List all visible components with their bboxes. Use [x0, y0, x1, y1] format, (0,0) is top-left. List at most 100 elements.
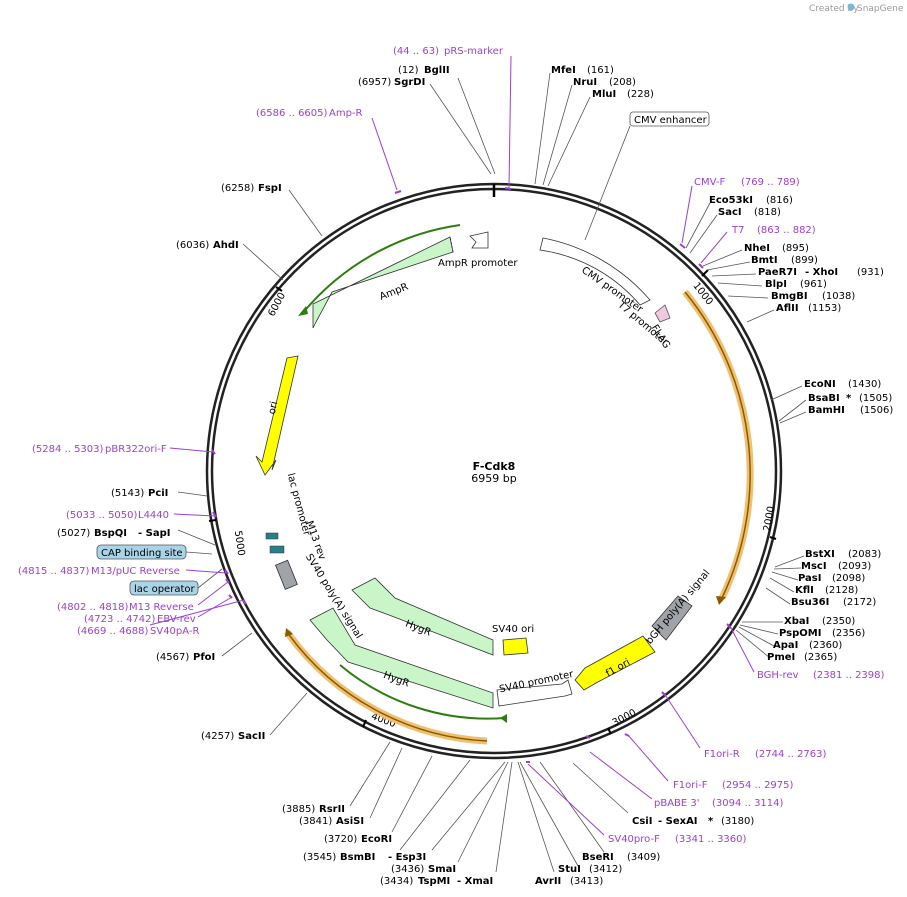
site-name-tspmi[interactable]: TspMI — [418, 876, 450, 887]
primer-pbr322ori-f[interactable]: pBR322ori-F — [105, 444, 167, 455]
site-name-smai[interactable]: SmaI — [428, 864, 456, 875]
cap-binding-site-box[interactable] — [96, 544, 187, 560]
site-pos: (4257) — [201, 731, 234, 742]
site-name-paer7i[interactable]: PaeR7I — [758, 267, 797, 278]
site-name-fspi[interactable]: FspI — [258, 183, 282, 194]
site-name-xhoi[interactable]: - XhoI — [805, 267, 838, 278]
primer-sv40pa-r[interactable]: SV40pA-R — [150, 626, 199, 637]
cmv-enhancer-box[interactable] — [629, 111, 710, 127]
f1-ori-feature[interactable] — [574, 635, 656, 691]
sv40-ori-feature[interactable] — [502, 637, 529, 656]
lac-operator-box[interactable] — [129, 580, 199, 596]
site-pos: (228) — [627, 89, 654, 100]
primer-pos: (3341 .. 3360) — [675, 834, 747, 845]
site-name-sgrdi[interactable]: SgrDI — [394, 77, 425, 88]
primer-sv40pro-f[interactable]: SV40pro-F — [608, 834, 660, 845]
primer-f1ori-f[interactable]: F1ori-F — [673, 780, 708, 791]
ampr-promoter-label: AmpR promoter — [438, 258, 518, 269]
site-name-esp3i[interactable]: - Esp3I — [388, 852, 426, 863]
site-name-pfoi[interactable]: PfoI — [193, 652, 215, 663]
site-name-bmti[interactable]: BmtI — [751, 255, 778, 266]
site-name-bglii[interactable]: BglII — [424, 65, 450, 76]
credit-prefix: Created by — [809, 4, 859, 14]
primer-f1ori-r[interactable]: F1ori-R — [704, 749, 740, 760]
bgh-polya-feature[interactable] — [651, 595, 693, 641]
lac-operator-label: lac operator — [134, 584, 195, 595]
site-name-ahdi[interactable]: AhdI — [213, 240, 239, 251]
site-name-nhei[interactable]: NheI — [744, 243, 770, 254]
primer-pos: (4723 .. 4742) — [84, 614, 156, 625]
site-name-xbai[interactable]: XbaI — [784, 616, 809, 627]
primer-t7[interactable]: T7 — [731, 225, 744, 236]
site-name-pspomi[interactable]: PspOMI — [779, 628, 821, 639]
primer-amp-r[interactable]: Amp-R — [329, 108, 363, 119]
hygr-outer-feature[interactable] — [309, 607, 494, 709]
primer-m13-puc-reverse[interactable]: M13/pUC Reverse — [91, 566, 180, 577]
sv40-promoter-feature[interactable] — [496, 679, 573, 707]
site-name-apai[interactable]: ApaI — [773, 640, 798, 651]
site-pos: (895) — [782, 243, 809, 254]
site-name-avrii[interactable]: AvrII — [535, 876, 561, 887]
primer-pos: (5284 .. 5303) — [32, 444, 104, 455]
tick-2000: 2000 — [762, 505, 777, 532]
site-name-blpi[interactable]: BlpI — [765, 279, 787, 290]
ori-feature[interactable] — [255, 355, 299, 476]
primer-cmv-f[interactable]: CMV-F — [694, 177, 725, 188]
site-name-sacii[interactable]: SacII — [238, 731, 265, 742]
site-pos: (816) — [766, 195, 793, 206]
site-name-mfei[interactable]: MfeI — [551, 65, 576, 76]
primer-pos: (2954 .. 2975) — [722, 780, 794, 791]
site-pos: (2356) — [832, 628, 865, 639]
site-name-bstxi[interactable]: BstXI — [805, 549, 835, 560]
site-name-bsmbi[interactable]: BsmBI — [340, 852, 375, 863]
site-pos: (2083) — [848, 549, 881, 560]
site-name-bsabi[interactable]: BsaBI — [808, 393, 840, 404]
site-name-saci[interactable]: SacI — [718, 207, 742, 218]
site-name-msci[interactable]: MscI — [801, 561, 827, 572]
tick-mark-4000 — [362, 719, 367, 728]
ori-label: ori — [267, 400, 280, 415]
primer-pbabe-3[interactable]: pBABE 3' — [654, 798, 700, 809]
primer-pos: (2381 .. 2398) — [813, 670, 885, 681]
tick-mark-6000 — [275, 286, 283, 292]
primer-pos: (769 .. 789) — [741, 177, 800, 188]
site-name-pmei[interactable]: PmeI — [767, 652, 795, 663]
site-name-mlui[interactable]: MluI — [592, 89, 616, 100]
site-name-kfli[interactable]: KflI — [795, 585, 814, 596]
site-name-rsrii[interactable]: RsrII — [319, 804, 345, 815]
site-name-aflii[interactable]: AflII — [776, 303, 799, 314]
site-name-pasi[interactable]: PasI — [798, 573, 821, 584]
site-name-stui[interactable]: StuI — [558, 864, 581, 875]
site-pos: (208) — [609, 77, 636, 88]
primer-bgh-rev[interactable]: BGH-rev — [757, 670, 799, 681]
flag-feature[interactable] — [654, 304, 671, 323]
site-name-econi[interactable]: EcoNI — [804, 379, 836, 390]
site-name-sapi[interactable]: - SapI — [138, 528, 170, 539]
site-pos: (2365) — [804, 652, 837, 663]
site-name-bseri[interactable]: BseRI — [582, 852, 614, 863]
ampr-line — [301, 224, 461, 315]
site-name-bmgbi[interactable]: BmgBI — [771, 291, 808, 302]
site-name-bamhi[interactable]: BamHI — [808, 405, 845, 416]
hygr-inner-feature[interactable] — [351, 577, 494, 656]
primer-l4440[interactable]: L4440 — [138, 510, 169, 521]
primer-prs-marker[interactable]: pRS-marker — [444, 46, 504, 57]
site-connectors — [177, 72, 807, 873]
site-name-sexai[interactable]: - SexAI — [658, 816, 698, 827]
site-name-asisi[interactable]: AsiSI — [336, 816, 364, 827]
site-name-eco53ki[interactable]: Eco53kI — [709, 195, 753, 206]
ampr-promoter-feature[interactable] — [469, 231, 489, 249]
site-name-ecori[interactable]: EcoRI — [361, 834, 392, 845]
site-name-pcii[interactable]: PciI — [148, 488, 168, 499]
site-name-bsu36i[interactable]: Bsu36I — [791, 597, 829, 608]
site-name-csii[interactable]: CsiI — [632, 816, 652, 827]
site-name-xmai[interactable]: - XmaI — [457, 876, 493, 887]
sv40-polya-feature-left[interactable] — [275, 559, 298, 590]
site-name-bspqi[interactable]: BspQI — [94, 528, 127, 539]
site-name-nrui[interactable]: NruI — [573, 77, 597, 88]
cap-binding-site-label: CAP binding site — [101, 548, 183, 559]
site-pos: (3180) — [721, 816, 754, 827]
cmv-promoter-feature[interactable] — [539, 237, 651, 306]
primer-ebv-rev[interactable]: EBV-rev — [157, 614, 196, 625]
primer-m13-reverse[interactable]: M13 Reverse — [129, 602, 194, 613]
